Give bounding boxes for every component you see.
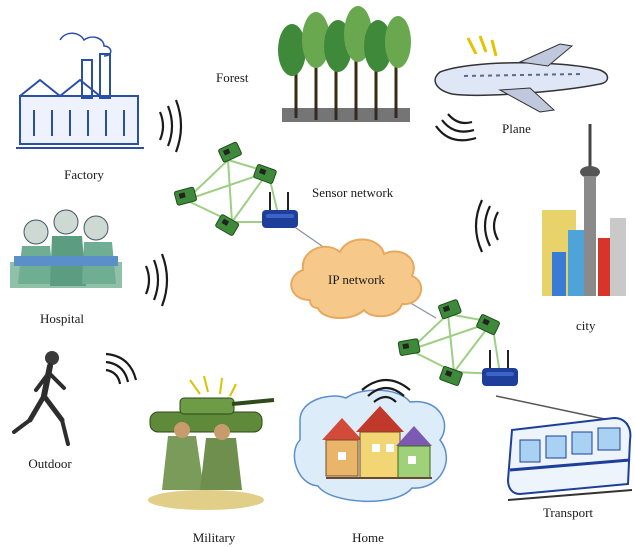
outdoor-label: Outdoor xyxy=(28,456,72,471)
runner-icon xyxy=(12,351,70,446)
transport-label: Transport xyxy=(542,505,594,520)
factory-label: Factory xyxy=(64,167,104,182)
military-label: Military xyxy=(192,530,236,545)
sensor-network-bottom xyxy=(397,299,518,386)
sensor-node xyxy=(215,214,240,236)
ip-network-label: IP network xyxy=(328,272,385,287)
router-icon xyxy=(262,192,298,228)
router-icon xyxy=(482,350,518,386)
military-icon xyxy=(148,375,275,510)
tram-icon xyxy=(495,395,633,501)
sensor-node xyxy=(173,186,197,206)
hospital-label: Hospital xyxy=(39,311,85,326)
plane-label: Plane xyxy=(502,121,531,136)
wireless-waves-plane xyxy=(435,113,477,142)
city-icon xyxy=(542,124,626,296)
ip-network-cloud xyxy=(290,238,423,319)
wireless-waves-home xyxy=(361,378,411,403)
wireless-waves-hospital xyxy=(144,253,169,307)
factory-icon xyxy=(16,32,144,149)
wireless-waves-outdoor xyxy=(105,352,138,385)
wireless-waves-factory xyxy=(158,99,183,153)
city-label: city xyxy=(576,318,596,333)
hospital-icon xyxy=(10,209,122,288)
sensor-node xyxy=(438,299,462,320)
sensor-node xyxy=(476,314,500,335)
sensor-network-top xyxy=(173,141,298,236)
sensor-node xyxy=(253,164,277,184)
wireless-waves-city xyxy=(474,199,499,253)
sensor-node xyxy=(397,338,421,356)
sensor-node xyxy=(439,366,463,386)
forest-label: Forest xyxy=(216,70,249,85)
forest-icon xyxy=(278,6,411,122)
home-icon xyxy=(293,389,448,503)
plane-icon xyxy=(434,35,609,113)
sensor-node xyxy=(218,141,242,163)
sensor-network-label: Sensor network xyxy=(312,185,394,200)
home-label: Home xyxy=(352,530,384,545)
